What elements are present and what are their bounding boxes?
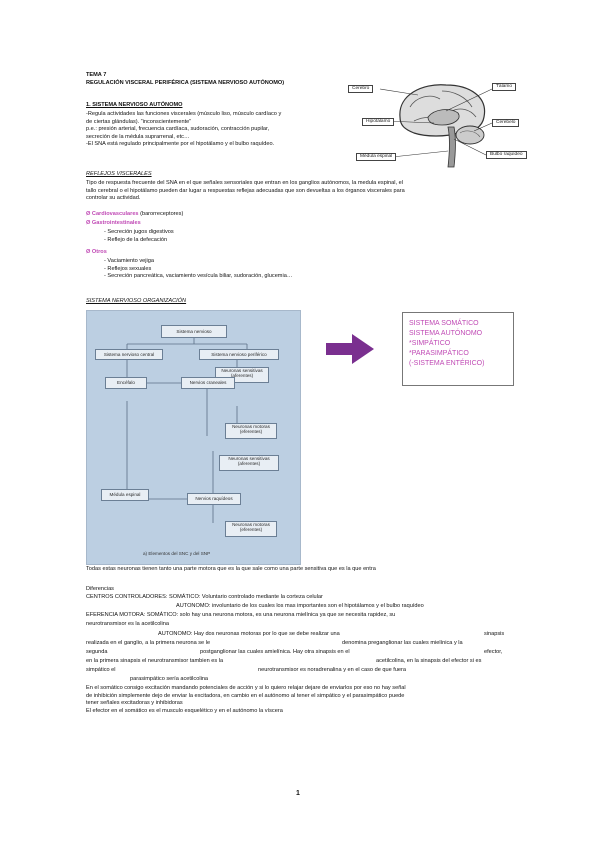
box-nervios-raquideos: Nervios raquídeos xyxy=(187,493,241,505)
reflejos-intro-line: Tipo de respuesta frecuente del SNA en e… xyxy=(86,180,403,186)
paragraph-line: de inhibición simplemente dejo de enviar… xyxy=(86,692,405,699)
brain-label-talamo: Tálamo xyxy=(492,83,516,91)
brain-label-cerebro: Cerebro xyxy=(348,85,374,93)
list-item: - Secreción jugos digestivos xyxy=(104,229,174,235)
list-item: - Vaciamiento vejiga xyxy=(104,258,154,264)
autonomo-line-3c: efector, xyxy=(484,649,503,655)
section-1-heading: 1. SISTEMA NERVIOSO AUTÓNOMO xyxy=(86,102,183,108)
diagram-caption: a) Elementos del SNC y del SNP xyxy=(143,551,211,556)
reflejos-intro-line: controlar su actividad. xyxy=(86,195,141,202)
section-1-line: p.e.: presión arterial, frecuencia cardí… xyxy=(86,126,270,133)
paragraph-line: El efector en el somático es el musculo … xyxy=(86,707,283,714)
box-text: Neuronas sensitivas xyxy=(221,368,263,373)
brain-label-bulbo: Bulbo raquídeo xyxy=(486,151,527,159)
box-text: (eferentes) xyxy=(239,527,263,533)
eferencia-line-2: neurotransmisor es la acetilcolina xyxy=(86,621,170,627)
reflejos-heading: REFLEJOS VISCERALES xyxy=(86,171,152,177)
cardio-note: (barorreceptores) xyxy=(138,211,184,217)
autonomo-line-4b: acetilcolina, en la sinapsis del efector… xyxy=(376,658,482,664)
cardio-label: Ø Cardiovasculares xyxy=(86,211,139,217)
autonomo-line-1b: sinapsis xyxy=(484,631,505,637)
brain-illustration xyxy=(379,84,493,168)
paragraph-line: tener señales excitadoras y inhibidoras xyxy=(86,700,183,707)
reflejos-intro: Tipo de respuesta frecuente del SNA en e… xyxy=(86,180,405,203)
box-snp: Sistema nervioso periférico xyxy=(199,349,279,360)
sistema-autonomo: SISTEMA AUTÓNOMO xyxy=(409,330,483,337)
section-1-text: -Regula actividades las funciones viscer… xyxy=(86,111,281,149)
box-text: Neuronas motoras xyxy=(232,522,270,527)
eferencia-line-1: EFERENCIA MOTORA: SOMÁTICO: solo hay una… xyxy=(86,612,396,618)
reflejos-intro-line: tallo cerebral o el hipotálamo pueden da… xyxy=(86,187,405,194)
document-title: REGULACIÓN VISCERAL PERIFÉRICA (SISTEMA … xyxy=(86,80,285,86)
parasimpatico: *PARASIMPÁTICO xyxy=(409,350,469,357)
reflejo-cardiovascular: Ø Cardiovasculares (barorreceptores) xyxy=(86,211,183,219)
autonomo-line-5a: simpático el xyxy=(86,667,116,673)
box-encefalo: Encéfalo xyxy=(105,377,147,389)
box-text: Neuronas sensitivas xyxy=(228,456,270,461)
box-nervios-craneales: Nervios craneales xyxy=(181,377,235,389)
list-item: - Secreción pancreática, vaciamiento ves… xyxy=(104,273,293,280)
autonomo-line-3a: segunda xyxy=(86,649,108,655)
diferencias-heading: Diferencias xyxy=(86,586,114,592)
autonomo-line-2b: denomina preganglionar las cuales mielín… xyxy=(342,640,463,646)
box-neuronas-sensitivas-2: Neuronas sensitivas (aferentes) xyxy=(219,455,279,471)
box-text: (aferentes) xyxy=(237,461,261,467)
autonomo-line-5b: neurotransmisor es noradrenalina y en el… xyxy=(258,667,407,673)
autonomo-line-6: parasimpático sería acetilcolina xyxy=(130,676,209,682)
page-number: 1 xyxy=(296,790,300,797)
autonomo-line-3b: postganglionar las cuales amielínica. Ha… xyxy=(200,649,350,655)
box-text: (aferentes) xyxy=(230,373,254,379)
box-sistema-nervioso: Sistema nervioso xyxy=(161,325,227,338)
autonomo-line-4a: en la primera sinapsis el neurotransmiso… xyxy=(86,658,224,664)
section-1-line: de ciertas glándulas). “inconscientement… xyxy=(86,118,192,125)
autonomo-line-1a: AUTONOMO: Hay dos neuronas motoras por l… xyxy=(158,631,340,637)
section-1-line: -El SNA está regulado principalmente por… xyxy=(86,141,275,148)
brain-figure: Cerebro Tálamo Hipotálamo Cerebelo Médul… xyxy=(342,77,527,169)
section-1-line: secreción de la médula suprarrenal, etc… xyxy=(86,133,190,140)
box-snc: Sistema nervioso central xyxy=(95,349,163,360)
otros-list: - Vaciamiento vejiga - Reflejos sexuales… xyxy=(104,258,292,281)
paragraph-2: En el somático consigo excitación mandan… xyxy=(86,685,406,715)
brain-label-medula: Médula espinal xyxy=(356,153,397,161)
gastro-label: Ø Gastrointestinales xyxy=(86,220,141,226)
brain-label-cerebelo: Cerebelo xyxy=(492,119,520,127)
organizacion-heading: SISTEMA NERVIOSO ORGANIZACIÓN xyxy=(86,298,187,304)
otros-label: Ø Otros xyxy=(86,249,107,255)
box-neuronas-motoras-2: Neuronas motoras (eferentes) xyxy=(225,521,277,537)
section-1-line: -Regula actividades las funciones viscer… xyxy=(86,111,282,117)
neuronas-text: Todas estas neuronas tienen tanto una pa… xyxy=(86,566,376,572)
centros-line-1: CENTROS CONTROLADORES: SOMÁTICO: Volunta… xyxy=(86,594,323,600)
nervous-system-diagram: Sistema nervioso Sistema nervioso centra… xyxy=(86,310,301,565)
gastro-list: - Secreción jugos digestivos - Reflejo d… xyxy=(104,229,174,244)
list-item: - Reflejos sexuales xyxy=(104,265,152,272)
simpatico: *SIMPÁTICO xyxy=(409,340,451,347)
tema-label: TEMA 7 xyxy=(86,72,107,78)
brain-label-hipotalamo: Hipotálamo xyxy=(362,118,395,126)
box-text: Neuronas motoras xyxy=(232,424,270,429)
box-neuronas-motoras-1: Neuronas motoras (eferentes) xyxy=(225,423,277,439)
centros-line-2: AUTONOMO: involuntario de los cuales los… xyxy=(176,603,424,609)
sistema-somatico: SISTEMA SOMÁTICO xyxy=(409,320,479,327)
list-item: - Reflejo de la defecación xyxy=(104,236,168,243)
sistema-enterico: (-SISTEMA ENTÉRICO) xyxy=(409,360,485,367)
paragraph-line: En el somático consigo excitación mandan… xyxy=(86,685,406,691)
sistemas-box: SISTEMA SOMÁTICO SISTEMA AUTÓNOMO *SIMPÁ… xyxy=(402,312,514,386)
autonomo-line-2a: realizada en el ganglio, a la primera ne… xyxy=(86,640,211,646)
box-medula-espinal: Médula espinal xyxy=(101,489,149,501)
box-text: (eferentes) xyxy=(239,429,263,435)
arrow-right-icon xyxy=(326,334,374,364)
